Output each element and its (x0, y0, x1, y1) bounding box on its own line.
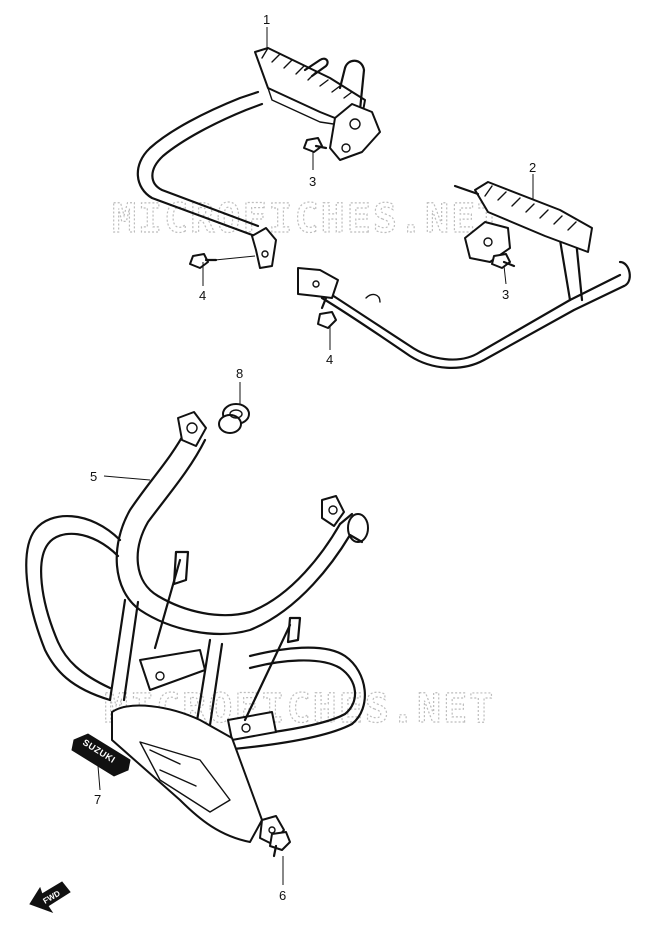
callout-5: 5 (90, 469, 97, 484)
callout-2: 2 (529, 160, 536, 175)
bolt-3-lower (491, 253, 516, 269)
bolt-4-right (317, 296, 337, 329)
watermark-top: MICROFICHES.NET (112, 196, 503, 242)
footrest-bar-2 (297, 181, 631, 369)
callout-6: 6 (279, 888, 286, 903)
front-guard-5 (25, 411, 369, 845)
callout-1: 1 (263, 12, 270, 27)
callout-3-upper: 3 (309, 174, 316, 189)
footrest-bar-1 (136, 47, 381, 269)
callout-8: 8 (236, 366, 243, 381)
grommet-8 (218, 403, 250, 434)
fwd-arrow-icon: FWD (29, 881, 71, 913)
callout-7: 7 (94, 792, 101, 807)
bolt-3-upper (303, 137, 328, 153)
leader-lines (97, 27, 534, 885)
callout-4-right: 4 (326, 352, 333, 367)
emblem-7: SUZUKI (71, 733, 131, 777)
callout-3-lower: 3 (502, 287, 509, 302)
callout-4-left: 4 (199, 288, 206, 303)
bolt-6 (269, 831, 291, 858)
